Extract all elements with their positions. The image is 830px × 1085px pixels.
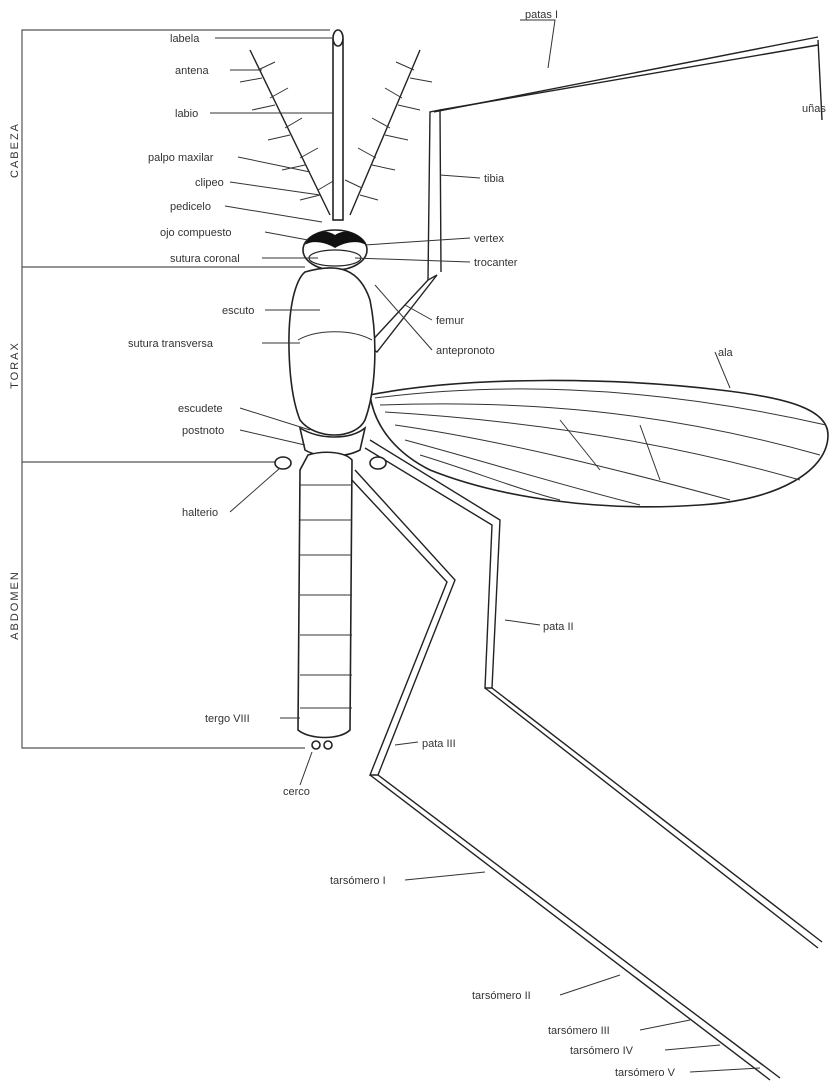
label-vertex: vertex xyxy=(474,233,504,245)
label-clipeo: clipeo xyxy=(195,177,224,189)
label-pata-iii: pata III xyxy=(422,738,456,750)
hind-leg xyxy=(350,470,780,1080)
section-label-head: CABEZA xyxy=(9,122,21,178)
label-tarsomero-i: tarsómero I xyxy=(330,875,386,887)
label-tergo-viii: tergo VIII xyxy=(205,713,250,725)
thorax-bracket xyxy=(22,267,285,462)
label-ala: ala xyxy=(718,347,734,359)
foreleg xyxy=(368,37,822,352)
section-label-thorax: TORAX xyxy=(9,341,21,389)
proboscis xyxy=(333,30,343,220)
label-antena: antena xyxy=(175,65,210,77)
label-tarsomero-v: tarsómero V xyxy=(615,1067,676,1079)
label-tarsomero-ii: tarsómero II xyxy=(472,990,531,1002)
head xyxy=(303,230,367,270)
label-palpo-maxilar: palpo maxilar xyxy=(148,152,214,164)
label-escudete: escudete xyxy=(178,403,223,415)
label-escuto: escuto xyxy=(222,305,254,317)
label-labio: labio xyxy=(175,108,198,120)
label-pedicelo: pedicelo xyxy=(170,201,211,213)
label-tibia: tibia xyxy=(484,173,505,185)
label-pata-ii: pata II xyxy=(543,621,574,633)
section-brackets xyxy=(22,30,330,748)
abdomen xyxy=(298,452,352,749)
label-postnoto: postnoto xyxy=(182,425,224,437)
middle-leg xyxy=(365,440,822,948)
label-unas: uñas xyxy=(802,103,826,115)
label-cerco: cerco xyxy=(283,786,310,798)
label-tarsomero-iv: tarsómero IV xyxy=(570,1045,634,1057)
label-trocanter: trocanter xyxy=(474,257,518,269)
label-antepronoto: antepronoto xyxy=(436,345,495,357)
label-sutura-coronal: sutura coronal xyxy=(170,253,240,265)
label-sutura-transversa: sutura transversa xyxy=(128,338,214,350)
label-tarsomero-iii: tarsómero III xyxy=(548,1025,610,1037)
label-labela: labela xyxy=(170,33,200,45)
label-patas-i: patas I xyxy=(525,9,558,21)
label-femur: femur xyxy=(436,315,464,327)
abdomen-bracket xyxy=(22,462,305,748)
label-ojo-compuesto: ojo compuesto xyxy=(160,227,232,239)
label-halterio: halterio xyxy=(182,507,218,519)
section-label-abdomen: ABDOMEN xyxy=(9,570,21,640)
wing xyxy=(370,380,828,506)
